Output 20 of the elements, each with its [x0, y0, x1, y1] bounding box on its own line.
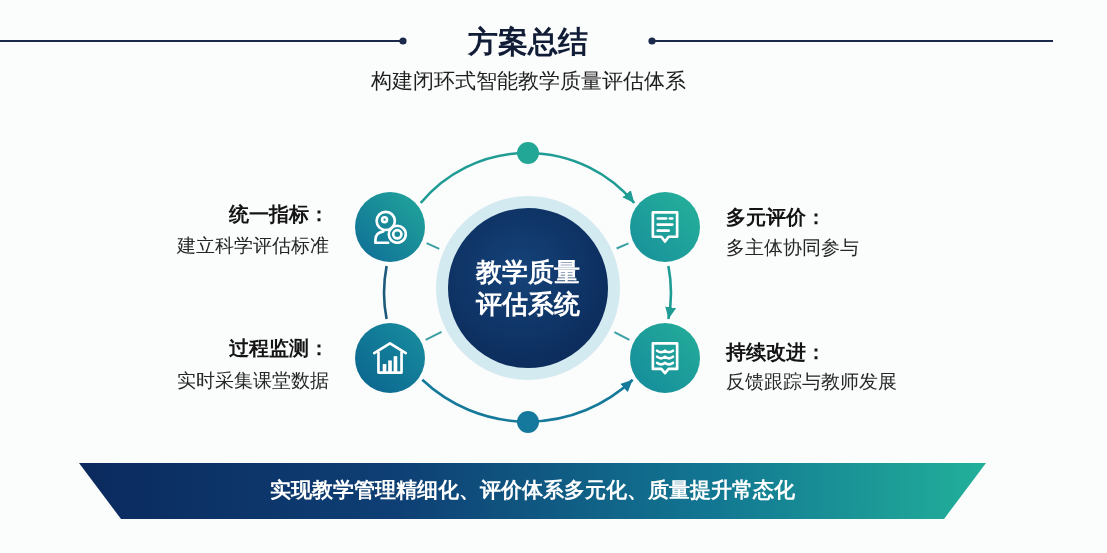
- banner-text: 实现教学管理精细化、评价体系多元化、质量提升常态化: [270, 478, 795, 504]
- item-heading: 过程监测：: [229, 336, 329, 360]
- curved-arrow: [664, 265, 676, 320]
- title: 方案总结: [468, 24, 588, 60]
- subtitle: 构建闭环式智能教学质量评估体系: [370, 69, 686, 95]
- item-description: 实时采集课堂数据: [177, 368, 329, 392]
- curved-arrow: [421, 378, 634, 423]
- item-heading: 统一指标：: [229, 202, 329, 226]
- connector-line: [615, 242, 630, 250]
- connector-line: [613, 331, 631, 341]
- item-description: 建立科学评估标准: [177, 233, 329, 257]
- curved-line: [382, 265, 388, 320]
- connector-line: [425, 242, 441, 250]
- item-description: 反馈跟踪与教师发展: [726, 369, 897, 393]
- item-heading: 持续改进：: [726, 340, 826, 364]
- item-description: 多主体协同参与: [726, 235, 859, 259]
- connector-line: [424, 330, 443, 341]
- item-heading: 多元评价：: [726, 205, 826, 229]
- hub-label: 教学质量评估系统: [474, 255, 581, 321]
- curved-arrow: [419, 151, 636, 204]
